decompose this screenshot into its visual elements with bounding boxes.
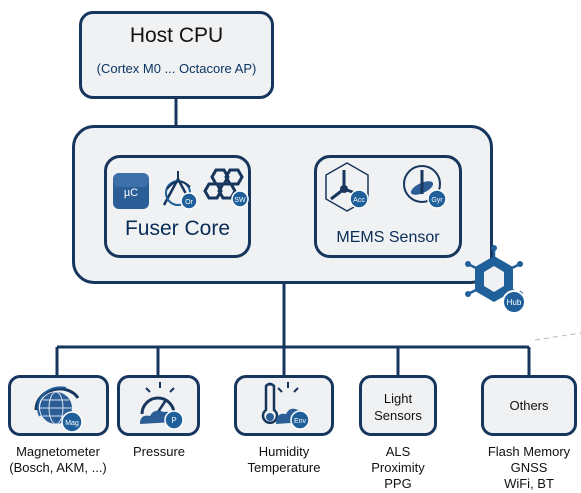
pressure-icon: P: [140, 382, 184, 430]
hub-badge: Hub: [507, 298, 522, 307]
gyr-badge: Gyr: [431, 197, 443, 204]
uc-label: µC: [124, 187, 138, 199]
acc-badge: Acc: [353, 197, 365, 204]
pressure-badge: P: [171, 416, 176, 425]
light-sensors-box: Light Sensors: [359, 375, 437, 436]
humidity-temperature-caption: Humidity Temperature: [234, 444, 334, 476]
others-caption-line-2: GNSS: [510, 460, 548, 475]
others-label: Others: [509, 398, 549, 413]
magnetometer-caption: Magnetometer (Bosch, AKM, ...): [0, 444, 116, 476]
others-box: Others: [481, 375, 577, 436]
others-caption: Flash Memory GNSS WiFi, BT: [481, 444, 577, 492]
dashed-extension-line: [534, 332, 581, 341]
hub-icon: Hub: [465, 245, 526, 314]
light-caption-line-3: PPG: [384, 476, 412, 491]
others-caption-line-1: Flash Memory: [487, 444, 571, 459]
humidity-temperature-box: [234, 375, 334, 436]
host-cpu-subtitle: (Cortex M0 ... Octacore AP): [96, 61, 257, 76]
host-cpu-title: Host CPU: [129, 24, 224, 47]
others-caption-line-3: WiFi, BT: [504, 476, 554, 491]
mems-sensor-label: MEMS Sensor: [336, 229, 440, 246]
accelerometer-icon: Acc: [325, 162, 369, 212]
mag-badge: Mag: [65, 420, 79, 427]
host-cpu-box: Host CPU (Cortex M0 ... Octacore AP): [79, 11, 274, 99]
magnetometer-icon: Mag: [34, 386, 83, 433]
humidity-temperature-icon: Env: [261, 382, 310, 430]
fuser-core-label: Fuser Core: [124, 217, 231, 240]
env-badge: Env: [294, 418, 307, 425]
magnetometer-caption-line-1: Magnetometer: [16, 444, 100, 459]
light-caption-line-2: Proximity: [371, 460, 425, 475]
light-sensors-label-line-1: Light: [383, 391, 413, 406]
pressure-box: [117, 375, 200, 436]
humidity-caption-line-1: Humidity: [258, 444, 310, 459]
pressure-caption-line-1: Pressure: [132, 444, 186, 459]
software-badge: SW: [234, 197, 246, 204]
orientation-badge: Or: [185, 199, 193, 206]
magnetometer-caption-line-2: (Bosch, AKM, ...): [9, 460, 107, 475]
humidity-caption-line-2: Temperature: [247, 460, 321, 475]
light-sensors-caption: ALS Proximity PPG: [359, 444, 437, 492]
software-icon: SW: [203, 168, 249, 208]
light-caption-line-1: ALS: [385, 444, 411, 459]
pressure-caption: Pressure: [118, 444, 200, 460]
gyroscope-icon: Gyr: [403, 165, 447, 209]
microcontroller-icon: µC: [113, 173, 149, 209]
orientation-icon: Or: [162, 171, 198, 210]
light-sensors-label-line-2: Sensors: [374, 408, 422, 423]
